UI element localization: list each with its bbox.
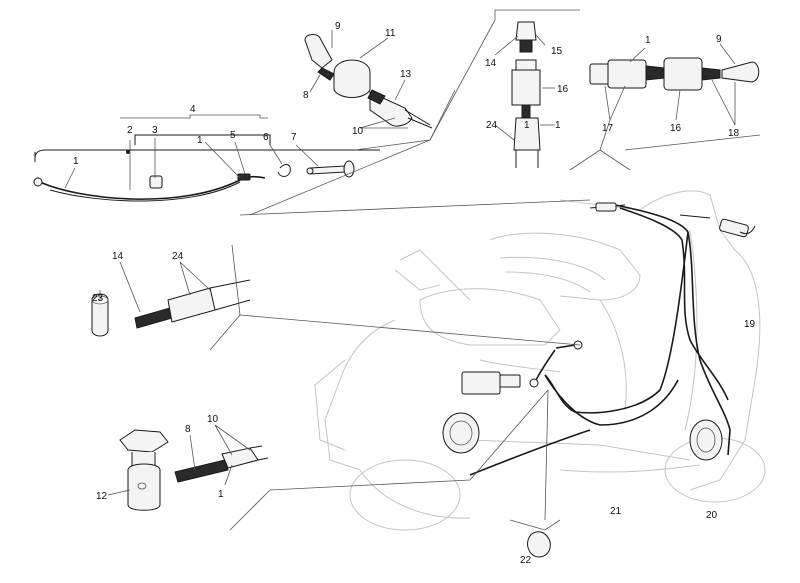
- ferrule: [91, 293, 109, 337]
- callout-3: 3: [152, 125, 158, 136]
- hex-bolt-head: [119, 429, 169, 453]
- callout-2: 2: [127, 125, 133, 136]
- callout-14-screw: 14: [112, 251, 124, 262]
- callout-19: 19: [744, 319, 756, 330]
- callout-16-horizontal: 16: [670, 123, 682, 134]
- group-cable-nipple: [509, 389, 561, 558]
- cable-adjuster: [167, 287, 216, 323]
- flywheel-magneto: [442, 412, 480, 454]
- adjuster-nut: [511, 69, 541, 106]
- callout-1-vertical: 1: [524, 120, 530, 131]
- group-bolt-union: [107, 389, 549, 531]
- cable-routing: [442, 202, 756, 476]
- knurled-knob: [721, 61, 760, 83]
- cable-sleeve: [607, 59, 647, 89]
- adjuster-sleeve: [149, 175, 163, 189]
- callout-14-vertical: 14: [485, 58, 497, 69]
- callout-10-bolt: 10: [207, 414, 219, 425]
- callout-23: 23: [92, 293, 104, 304]
- callout-5: 5: [230, 130, 236, 141]
- group-lever-fitting: [304, 30, 456, 151]
- carburettor-box: [461, 371, 501, 395]
- callout-1-bolt: 1: [218, 489, 224, 500]
- group-cable-assembly: [33, 114, 380, 202]
- callout-8-bolt: 8: [185, 424, 191, 435]
- adjuster-body: [663, 57, 703, 91]
- callout-20: 20: [706, 510, 718, 521]
- callout-7: 7: [291, 132, 297, 143]
- callout-17: 17: [602, 123, 614, 134]
- scooter-outline: [314, 190, 766, 531]
- callout-11: 11: [385, 28, 396, 39]
- group-vertical-fitting: [429, 9, 580, 168]
- callout-10-lever: 10: [352, 126, 364, 137]
- throttle-grip: [595, 202, 617, 212]
- callout-6: 6: [263, 132, 269, 143]
- callout-1-cable: 1: [73, 156, 79, 167]
- union-body: [127, 463, 161, 511]
- callout-1-sleeve: 1: [555, 120, 561, 131]
- group-sleeve-screw: [91, 199, 591, 351]
- callout-22: 22: [520, 555, 532, 566]
- group-clip-pin: [249, 139, 431, 216]
- callout-21: 21: [610, 506, 622, 517]
- cable-nipple: [527, 531, 551, 558]
- knurled-screw: [304, 34, 333, 69]
- group-horizontal-fitting: [569, 43, 761, 171]
- callout-15: 15: [551, 46, 563, 57]
- callout-4: 4: [190, 104, 196, 115]
- callout-labels: 1 1 1 1 1 1 2 3 4 5 6 7 8 8 9 9 10 10 11…: [73, 21, 756, 566]
- callout-1-inner: 1: [197, 135, 203, 146]
- callout-13: 13: [400, 69, 412, 80]
- callout-18: 18: [728, 128, 740, 139]
- callout-9-lever: 9: [335, 21, 341, 32]
- cable-end: [174, 459, 229, 483]
- callout-9-horizontal: 9: [716, 34, 722, 45]
- callout-16-vertical: 16: [557, 84, 569, 95]
- callout-24-sleeve: 24: [172, 251, 184, 262]
- brake-drum: [689, 419, 723, 461]
- callout-8-lever: 8: [303, 90, 309, 101]
- callout-12: 12: [96, 491, 108, 502]
- callout-24-vertical: 24: [486, 120, 498, 131]
- callout-1-horizontal: 1: [645, 35, 651, 46]
